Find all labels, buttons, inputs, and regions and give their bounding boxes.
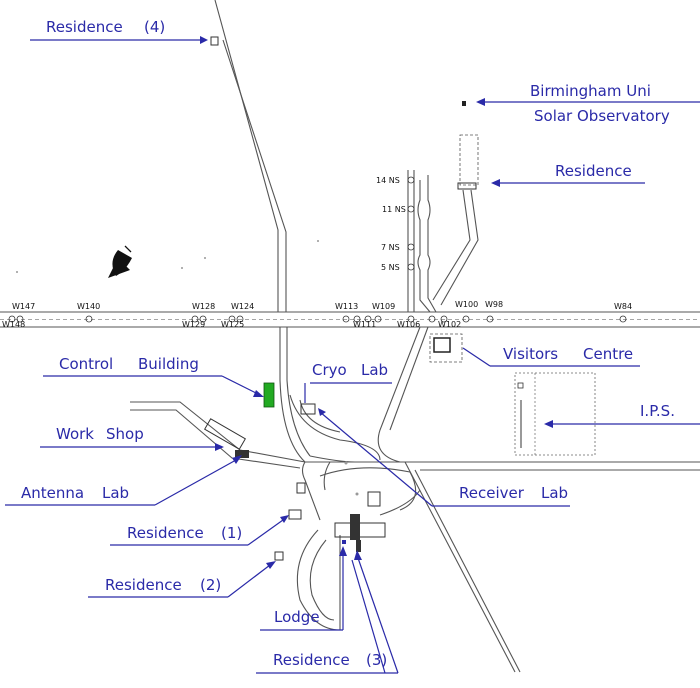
visitors-centre-building [429, 333, 463, 363]
residence-ns-name: Residence [555, 162, 632, 180]
birmingham-line-1: Birmingham Uni [530, 82, 651, 100]
control-building-shape [263, 382, 275, 408]
residence-1-num: (1) [221, 524, 242, 542]
residence-4-num: (4) [144, 18, 165, 36]
receiver-word: Receiver [459, 484, 525, 502]
label-residence-1: Residence (1) [110, 515, 289, 546]
label-cryo-lab: Cryo Lab [304, 361, 392, 403]
label-ips: I.P.S. [544, 402, 700, 428]
control-word: Control [59, 355, 113, 373]
station-w106: W106 [397, 320, 420, 329]
ns-station-labels: 14 NS 11 NS 7 NS 5 NS [376, 176, 406, 272]
ns-residence-area [459, 134, 479, 186]
station-w102: W102 [438, 320, 461, 329]
station-w109: W109 [372, 302, 395, 311]
lodge-name: Lodge [274, 608, 320, 626]
residence-1-name: Residence [127, 524, 204, 542]
centre-word: Centre [583, 345, 633, 363]
lab-word-receiver: Lab [541, 484, 568, 502]
radio-dish-icon [108, 245, 132, 278]
station-7ns: 7 NS [381, 243, 400, 252]
residence-4-name: Residence [46, 18, 123, 36]
label-antenna-lab: Antenna Lab [5, 455, 242, 506]
station-11ns: 11 NS [382, 205, 406, 214]
label-control-building: Control Building [43, 355, 264, 397]
station-w111: W111 [353, 320, 376, 329]
residence-2-num: (2) [200, 576, 221, 594]
station-w129: W129 [182, 320, 205, 329]
label-residence-4: Residence (4) [30, 18, 208, 44]
antenna-word: Antenna [21, 484, 84, 502]
station-markers [8, 176, 627, 323]
station-w100: W100 [455, 300, 478, 309]
station-w84: W84 [614, 302, 632, 311]
building-word: Building [138, 355, 199, 373]
station-w128: W128 [192, 302, 215, 311]
shop-word: Shop [106, 425, 144, 443]
station-14ns: 14 NS [376, 176, 400, 185]
station-w98: W98 [485, 300, 503, 309]
label-residence-ns: Residence [491, 162, 645, 187]
station-w124: W124 [231, 302, 254, 311]
ips-name: I.P.S. [640, 402, 675, 420]
label-residence-2: Residence (2) [88, 561, 276, 598]
lab-word-antenna: Lab [102, 484, 129, 502]
work-shop-building [203, 418, 247, 450]
lab-word: Lab [361, 361, 388, 379]
label-visitors-centre: Visitors Centre [462, 345, 640, 367]
visitors-word: Visitors [503, 345, 558, 363]
stations-top: W147 W140 W128 W124 W113 W109 W100 W98 W… [12, 300, 632, 311]
buildings [203, 36, 596, 561]
birmingham-observatory-building [462, 101, 466, 106]
ips-area [514, 372, 596, 456]
residence-4-building [210, 36, 219, 46]
cryo-lab-building [300, 403, 316, 415]
station-w125: W125 [221, 320, 244, 329]
cryo-word: Cryo [312, 361, 347, 379]
stations-bottom: W148 W129 W125 W111 W106 W102 [2, 320, 461, 329]
label-lodge: Lodge [260, 546, 347, 631]
label-birmingham-observatory: Birmingham Uni Solar Observatory [476, 82, 700, 125]
birmingham-line-2: Solar Observatory [534, 107, 670, 125]
residence-2-name: Residence [105, 576, 182, 594]
residence-2-building [274, 551, 284, 561]
station-5ns: 5 NS [381, 263, 400, 272]
label-residence-3: Residence (3) [256, 550, 399, 674]
misc-markers [16, 240, 359, 496]
work-word: Work [56, 425, 94, 443]
station-w147: W147 [12, 302, 35, 311]
receiver-lab-building [367, 491, 381, 507]
label-receiver-lab: Receiver Lab [318, 408, 570, 507]
residence-1-building [288, 509, 302, 520]
roads [0, 0, 700, 673]
residence-3-name: Residence [273, 651, 350, 669]
station-w113: W113 [335, 302, 358, 311]
station-w140: W140 [77, 302, 100, 311]
label-work-shop: Work Shop [40, 425, 224, 451]
antenna-lab-building [235, 450, 249, 458]
residence-3-num: (3) [366, 651, 387, 669]
station-w148: W148 [2, 320, 25, 329]
